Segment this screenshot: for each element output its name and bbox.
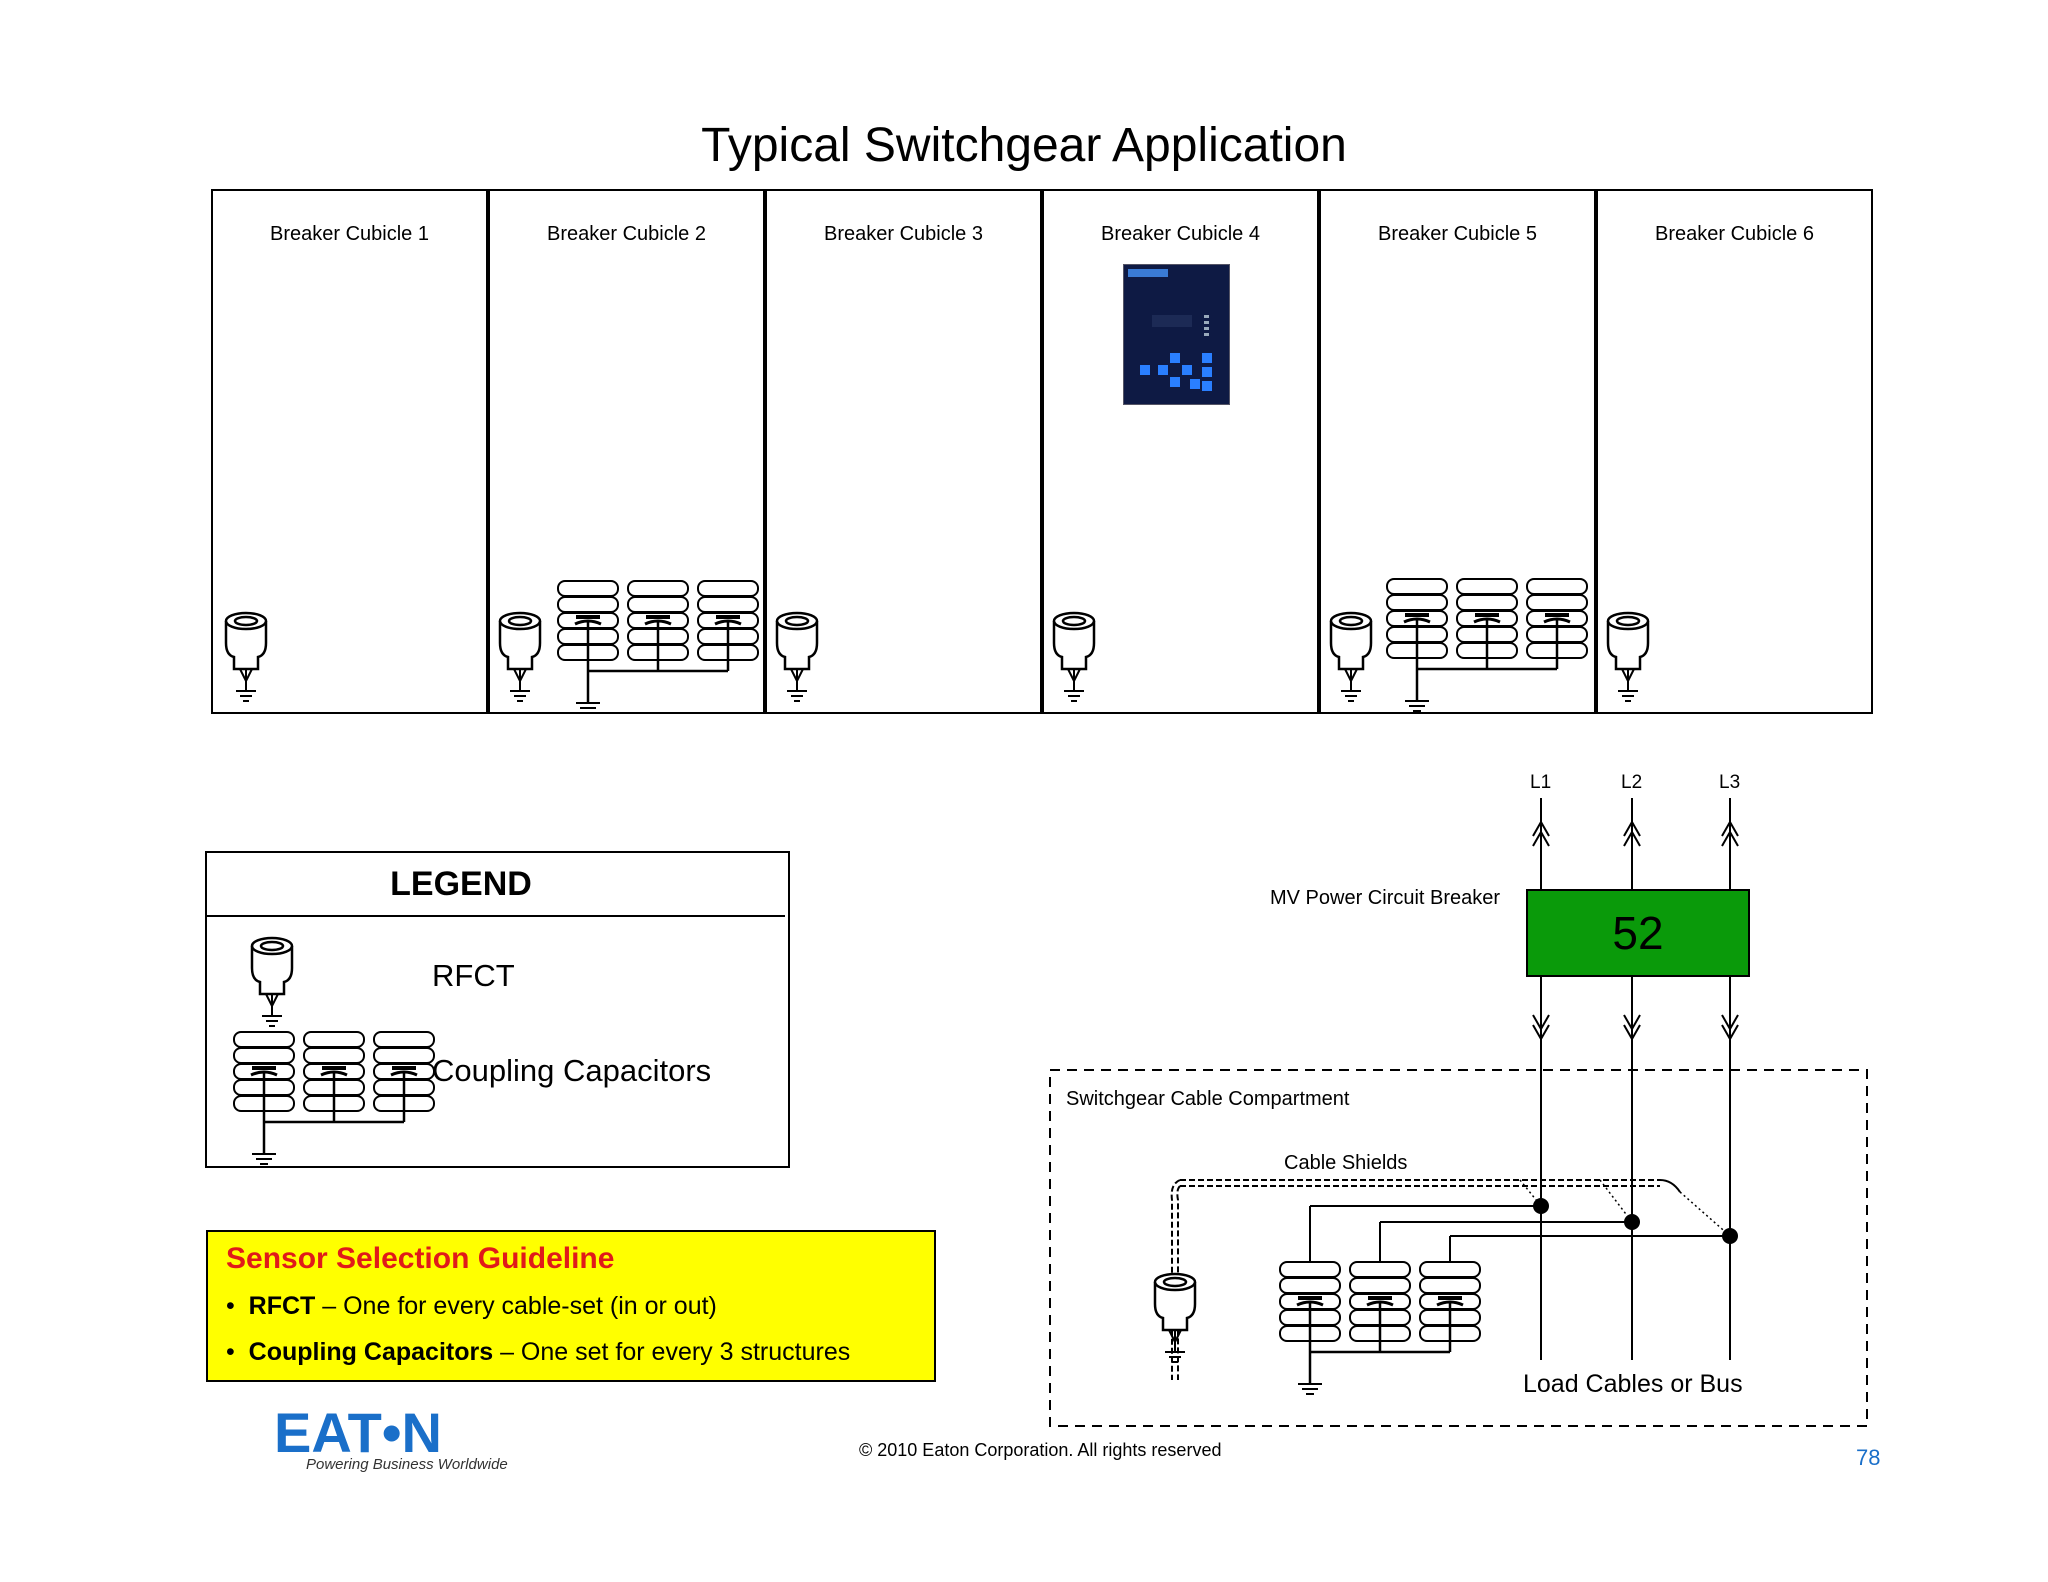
breaker-cubicle-3: Breaker Cubicle 3 bbox=[765, 189, 1042, 714]
cubicle-label: Breaker Cubicle 5 bbox=[1378, 223, 1537, 245]
page-number: 78 bbox=[1856, 1445, 1881, 1470]
breaker-cubicle-6: Breaker Cubicle 6 bbox=[1596, 189, 1873, 714]
copyright: © 2010 Eaton Corporation. All rights res… bbox=[859, 1440, 1222, 1460]
compartment-label: Switchgear Cable Compartment bbox=[1066, 1088, 1350, 1110]
legend-title: LEGEND bbox=[390, 865, 532, 903]
legend-coupling-capacitors-label: Coupling Capacitors bbox=[432, 1053, 712, 1088]
cubicle-label: Breaker Cubicle 4 bbox=[1101, 223, 1260, 245]
page-title: Typical Switchgear Application bbox=[701, 119, 1347, 172]
legend-divider bbox=[207, 915, 785, 917]
guideline-text: – One for every cable-set (in or out) bbox=[322, 1292, 717, 1320]
guideline-item: • RFCT – One for every cable-set (in or … bbox=[226, 1292, 717, 1320]
protective-relay-image bbox=[1123, 264, 1230, 405]
cubicle-label: Breaker Cubicle 2 bbox=[547, 223, 706, 245]
phase-label-l2: L2 bbox=[1621, 772, 1643, 793]
guideline-term: RFCT bbox=[248, 1292, 316, 1320]
phase-label-l1: L1 bbox=[1530, 772, 1552, 793]
cubicle-label: Breaker Cubicle 3 bbox=[824, 223, 983, 245]
breaker-cubicle-2: Breaker Cubicle 2 bbox=[488, 189, 765, 714]
phase-label-l3: L3 bbox=[1719, 772, 1741, 793]
load-label: Load Cables or Bus bbox=[1523, 1370, 1743, 1398]
logo-text: EAT•N bbox=[274, 1404, 442, 1464]
eaton-tagline: Powering Business Worldwide bbox=[306, 1456, 508, 1473]
guideline-text: – One set for every 3 structures bbox=[500, 1338, 851, 1366]
breaker-cubicle-4: Breaker Cubicle 4 bbox=[1042, 189, 1319, 714]
cubicle-label: Breaker Cubicle 6 bbox=[1655, 223, 1814, 245]
breaker-number: 52 bbox=[1612, 907, 1664, 959]
cubicle-label: Breaker Cubicle 1 bbox=[270, 223, 429, 245]
cable-shields-label: Cable Shields bbox=[1284, 1152, 1408, 1174]
guideline-box bbox=[206, 1230, 936, 1382]
guideline-title: Sensor Selection Guideline bbox=[226, 1242, 615, 1275]
breaker-cubicle-1: Breaker Cubicle 1 bbox=[211, 189, 488, 714]
breaker-cubicle-5: Breaker Cubicle 5 bbox=[1319, 189, 1596, 714]
legend-box bbox=[205, 851, 790, 1168]
guideline-term: Coupling Capacitors bbox=[248, 1338, 494, 1366]
eaton-logo: EAT•N bbox=[274, 1404, 442, 1464]
breaker-52-block: 52 bbox=[1526, 889, 1750, 977]
breaker-label: MV Power Circuit Breaker bbox=[1270, 887, 1501, 909]
legend-rfct-label: RFCT bbox=[432, 958, 515, 993]
guideline-item: • Coupling Capacitors – One set for ever… bbox=[226, 1338, 851, 1366]
